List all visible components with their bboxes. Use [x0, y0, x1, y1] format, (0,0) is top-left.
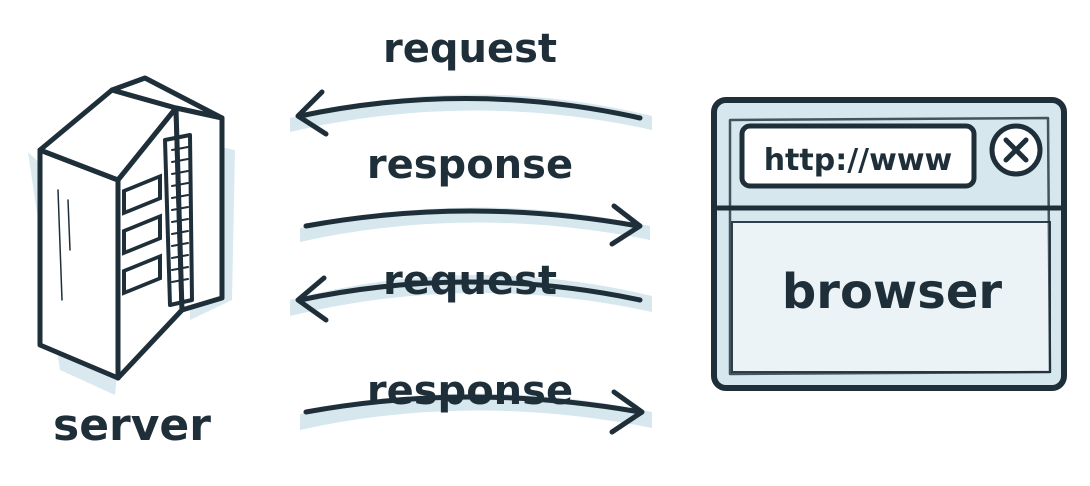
response-arrow-1 [300, 203, 650, 247]
server-tower-icon [28, 75, 235, 395]
request-arrow-1 [290, 89, 652, 137]
address-bar[interactable] [739, 123, 977, 189]
message-label-2: response [367, 142, 573, 188]
message-label-4: response [367, 368, 573, 414]
close-icon[interactable] [989, 123, 1043, 177]
request-arrow-2 [290, 274, 652, 323]
response-arrow-2 [300, 389, 652, 435]
message-label-3: request [383, 258, 557, 304]
browser-window [711, 97, 1067, 391]
server-label: server [53, 400, 211, 451]
browser-label: browser [782, 264, 1002, 320]
message-label-1: request [383, 26, 557, 72]
address-bar-text: http://www [764, 143, 953, 178]
